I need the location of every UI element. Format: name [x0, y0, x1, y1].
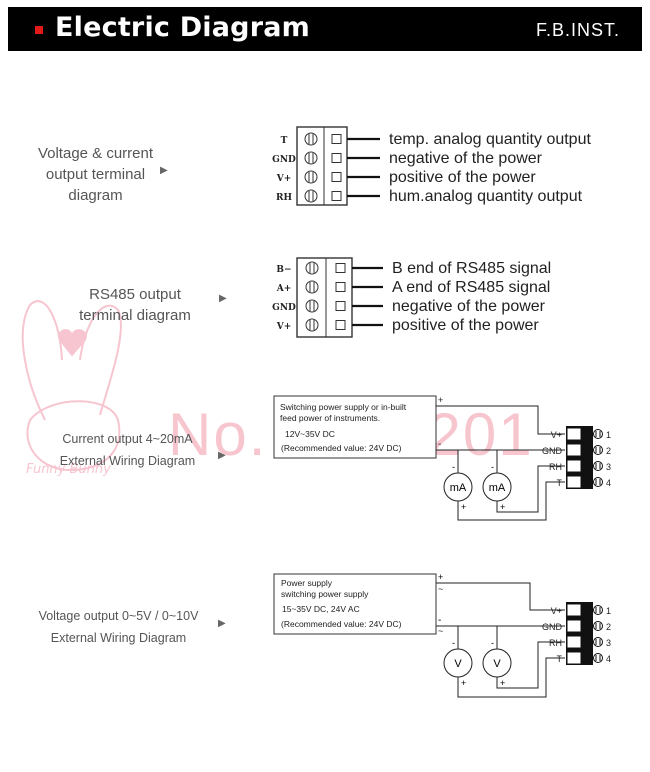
section3-plus-sign: + — [438, 395, 443, 405]
section3-box-line-4: (Recommended value: 24V DC) — [281, 443, 402, 453]
section4-meter-1: V — [443, 648, 473, 678]
svg-text:-: - — [452, 462, 455, 472]
pin-description: temp. analog quantity output — [389, 131, 591, 148]
svg-text:V: V — [454, 658, 462, 670]
red-square-icon — [35, 26, 43, 34]
section4-box-line-2: switching power supply — [281, 589, 369, 599]
terminal-label: V+ — [551, 430, 562, 440]
svg-text:+: + — [461, 502, 466, 512]
section4-arrow-icon: ▶ — [218, 618, 226, 629]
terminal-number: 1 — [606, 430, 611, 440]
terminal-label: V+ — [551, 606, 562, 616]
section3-meter-2: mA — [482, 472, 512, 502]
pin-description: positive of the power — [392, 317, 539, 334]
section2-label: RS485 output terminal diagram — [79, 286, 191, 324]
bunny-logo-text: Funny Bunny — [26, 462, 111, 477]
section4-wires — [436, 582, 565, 698]
terminal-label: GND — [542, 446, 563, 456]
section4-box-line-4: (Recommended value: 24V DC) — [281, 619, 402, 629]
terminal-label: RH — [549, 462, 562, 472]
section4-minus-sign: - — [438, 615, 441, 626]
section3-box-line-2: feed power of instruments. — [280, 413, 380, 423]
pin-description: positive of the power — [389, 169, 536, 186]
terminal-number: 1 — [606, 606, 611, 616]
section3-power-box — [273, 395, 437, 459]
section4-plus-sign: + — [438, 572, 443, 582]
pin-label: T — [281, 136, 288, 146]
svg-text:mA: mA — [450, 482, 467, 494]
section4-box-line-3: 15~35V DC, 24V AC — [282, 604, 360, 614]
pin-description: hum.analog quantity output — [389, 188, 583, 205]
section4-label: Voltage output 0~5V / 0~10V External Wir… — [38, 609, 199, 645]
section4-power-box — [273, 573, 437, 635]
section1-label: Voltage & current output terminal diagra… — [37, 145, 154, 204]
terminal-number: 3 — [606, 462, 611, 472]
terminal-label: GND — [542, 622, 563, 632]
pin-label: A+ — [276, 284, 292, 294]
pin-label: B− — [276, 265, 291, 275]
pin-label: RH — [276, 193, 292, 203]
terminal-number: 4 — [606, 654, 611, 664]
svg-text:~: ~ — [438, 626, 443, 636]
svg-text:-: - — [491, 462, 494, 472]
svg-text:-: - — [452, 638, 455, 648]
terminal-number: 2 — [606, 622, 611, 632]
section3-wires — [436, 405, 565, 521]
svg-text:+: + — [500, 678, 505, 688]
terminal-number: 3 — [606, 638, 611, 648]
pin-description: A end of RS485 signal — [392, 279, 550, 296]
terminal-number: 4 — [606, 478, 611, 488]
svg-text:V: V — [493, 658, 501, 670]
pin-description: B end of RS485 signal — [392, 260, 551, 277]
section3-label: Current output 4~20mA External Wiring Di… — [59, 432, 196, 468]
svg-text:+: + — [461, 678, 466, 688]
section3-meter-1: mA — [443, 472, 473, 502]
terminal-label: T — [557, 478, 563, 488]
svg-text:+: + — [500, 502, 505, 512]
section3-box-line-1: Switching power supply or in-built — [280, 402, 407, 412]
section1-arrow-icon: ▶ — [160, 165, 168, 176]
section4-box-line-1: Power supply — [281, 578, 333, 588]
section3-minus-sign: - — [438, 439, 441, 450]
section2-arrow-icon: ▶ — [219, 293, 227, 304]
brand-label: F.B.INST. — [535, 20, 620, 40]
svg-text:mA: mA — [489, 482, 506, 494]
svg-text:-: - — [491, 638, 494, 648]
pin-description: negative of the power — [392, 298, 546, 315]
pin-label: GND — [272, 303, 296, 313]
terminal-label: T — [557, 654, 563, 664]
pin-label: V+ — [276, 174, 292, 184]
svg-text:~: ~ — [438, 584, 443, 594]
pin-label: GND — [272, 155, 296, 165]
section4-meter-2: V — [482, 648, 512, 678]
pin-description: negative of the power — [389, 150, 543, 167]
header-bar: Electric Diagram F.B.INST. — [8, 7, 642, 51]
section3-box-line-3: 12V~35V DC — [285, 429, 335, 439]
section3-arrow-icon: ▶ — [218, 450, 226, 461]
page-title: Electric Diagram — [55, 12, 310, 43]
pin-label: V+ — [276, 322, 292, 332]
terminal-label: RH — [549, 638, 562, 648]
terminal-number: 2 — [606, 446, 611, 456]
